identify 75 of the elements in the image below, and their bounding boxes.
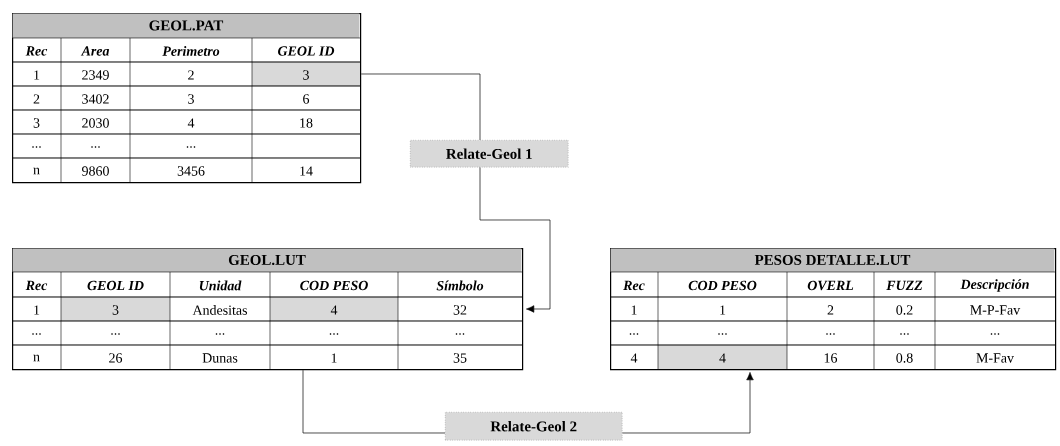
table-cell: 3 — [303, 70, 309, 80]
table-cell: 2 — [188, 70, 194, 80]
table-cell: 1 — [34, 305, 40, 315]
column-header: Rec — [25, 46, 48, 56]
table-cell: 4 — [187, 118, 195, 128]
table-cell: 0.2 — [896, 305, 913, 315]
table-cell: n — [33, 354, 40, 362]
data-table — [11, 13, 362, 184]
connector — [360, 73, 481, 141]
table-cell: 18 — [300, 118, 313, 128]
table-cell: 3456 — [177, 166, 205, 176]
column-header: Símbolo — [436, 280, 484, 291]
column-header: Perimetro — [162, 46, 220, 56]
table-title: GEOL.LUT — [228, 254, 306, 266]
table-cell: 3402 — [82, 94, 109, 104]
column-header: Descripción — [960, 279, 1029, 292]
table-cell: ... — [32, 333, 41, 335]
table-cell: 2 — [827, 305, 834, 315]
table-cell: 16 — [824, 353, 838, 363]
relate-box: Relate-Geol 1 — [410, 140, 569, 168]
table-cell: 4 — [330, 305, 338, 315]
table-cell: ... — [186, 146, 196, 148]
table-cell: 35 — [453, 353, 467, 363]
table-cell: 2030 — [82, 118, 109, 128]
column-header: Rec — [25, 280, 48, 291]
table-cell: 14 — [300, 166, 313, 176]
table-cell: ... — [91, 146, 100, 148]
table-cell: 1 — [720, 305, 726, 315]
table-cell: ... — [990, 333, 1000, 335]
data-table — [11, 248, 524, 371]
table-cell: 1 — [34, 70, 40, 80]
table-cell: ... — [718, 333, 727, 335]
table-cell: 26 — [109, 353, 123, 363]
column-header: COD PESO — [688, 280, 757, 291]
table-cell: 4 — [630, 353, 638, 363]
table-cell: 3 — [33, 118, 40, 128]
table-cell: ... — [900, 333, 909, 335]
column-header: Area — [80, 46, 110, 56]
table-cell: 1 — [631, 305, 637, 315]
table-cell: ... — [111, 333, 120, 335]
table-cell: ... — [329, 333, 339, 335]
data-table — [609, 248, 1057, 371]
column-header: GEOL ID — [278, 46, 335, 56]
column-header: GEOL ID — [87, 280, 144, 291]
table-cell: ... — [826, 333, 835, 335]
column-header: Rec — [623, 280, 645, 291]
connector — [622, 372, 754, 434]
column-header: COD PESO — [300, 280, 368, 291]
connector — [479, 167, 551, 313]
table-cell: 9860 — [82, 166, 109, 176]
table-cell: Andesitas — [192, 305, 247, 315]
table-cell: Dunas — [202, 353, 238, 363]
relate-box: Relate-Geol 2 — [445, 412, 623, 441]
connector — [302, 369, 446, 434]
table-cell: 6 — [303, 94, 310, 104]
table-cell: 2 — [33, 94, 40, 104]
table-cell: M-P-Fav — [970, 305, 1021, 315]
table-cell: n — [33, 167, 40, 175]
table-cell: M-Fav — [976, 353, 1014, 363]
table-title: PESOS DETALLE.LUT — [754, 254, 911, 266]
table-cell: ... — [455, 333, 465, 335]
table-cell: ... — [32, 146, 41, 148]
column-header: FUZZ — [886, 280, 923, 291]
table-cell: 32 — [453, 305, 467, 315]
table-cell: ... — [215, 333, 225, 335]
table-cell: ... — [629, 333, 639, 335]
table-cell: 0.8 — [896, 353, 913, 363]
table-cell: 2349 — [82, 70, 109, 80]
table-title: GEOL.PAT — [149, 20, 224, 31]
table-cell: 4 — [719, 353, 726, 363]
table-cell: 1 — [331, 353, 337, 363]
column-header: Unidad — [199, 280, 242, 291]
column-header: OVERL — [807, 280, 854, 291]
table-cell: 3 — [112, 305, 119, 315]
table-cell: 3 — [188, 94, 194, 104]
